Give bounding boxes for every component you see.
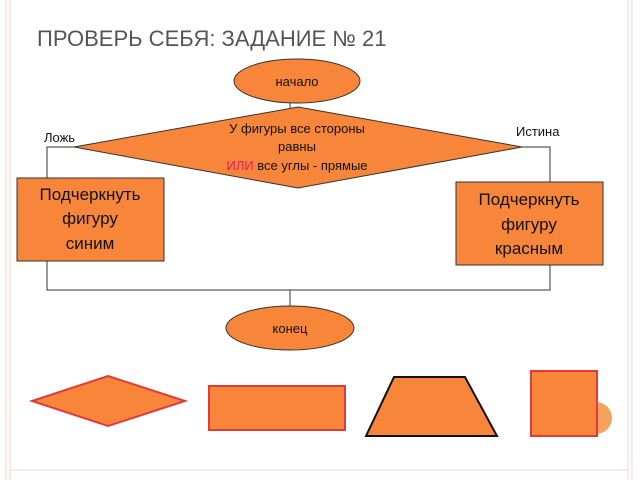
slide-frame [5,0,633,480]
condition-or-word: ИЛИ [226,158,253,173]
false-action-line-2: фигуру [62,209,118,228]
square-shape[interactable] [530,370,598,437]
flow-connectors [46,102,551,308]
start-node: начало [233,58,361,104]
true-branch-label: Истина [516,124,560,139]
end-label: конец [273,321,308,336]
end-node: конец [225,305,355,351]
true-action-line-2: фигуру [501,215,557,234]
false-action-box: Подчеркнуть фигуру синим [16,177,165,262]
condition-line-3-rest: все углы - прямые [254,158,368,173]
rhombus-shape[interactable] [28,374,189,428]
start-label: начало [275,74,318,89]
true-action-box: Подчеркнуть фигуру красным [455,181,604,266]
false-branch-label: Ложь [44,130,75,145]
false-action-line-1: Подчеркнуть [40,185,141,204]
condition-line-3: ИЛИ все углы - прямые [226,158,367,173]
true-action-line-3: красным [495,239,563,258]
false-action-line-3: синим [66,234,115,253]
condition-node: У фигуры все стороны равны ИЛИ все углы … [73,106,523,189]
true-action-line-1: Подчеркнуть [479,190,580,209]
slide-title: ПРОВЕРЬ СЕБЯ: ЗАДАНИЕ № 21 [37,26,387,51]
condition-line-2: равны [278,139,316,154]
rectangle-shape[interactable] [208,385,346,431]
trapezoid-shape[interactable] [364,376,499,437]
condition-line-1: У фигуры все стороны [229,121,365,136]
